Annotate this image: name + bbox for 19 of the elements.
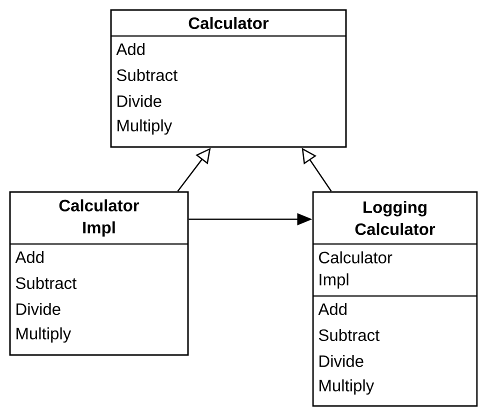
class-name: Calculator	[188, 16, 269, 30]
member-text: Divide	[16, 302, 60, 316]
class-box	[110, 9, 347, 148]
class-box	[9, 191, 189, 356]
class-name: Calculator Impl	[59, 199, 140, 237]
member-text: Calculator Impl	[319, 251, 392, 289]
member-text: Divide	[118, 94, 162, 108]
member-text: Add	[15, 250, 44, 264]
member-text: Multiply	[320, 379, 374, 395]
member-text: Divide	[320, 354, 364, 368]
member-text: Subtract	[116, 68, 178, 82]
class-name: Logging Calculator	[355, 200, 436, 236]
member-text: Add	[116, 42, 144, 56]
member-text: Multiply	[118, 119, 172, 135]
member-text: Subtract	[16, 276, 77, 290]
class-box	[312, 191, 478, 407]
member-text: Multiply	[16, 327, 72, 343]
member-text: Subtract	[318, 328, 380, 342]
member-text: Add	[318, 302, 346, 316]
